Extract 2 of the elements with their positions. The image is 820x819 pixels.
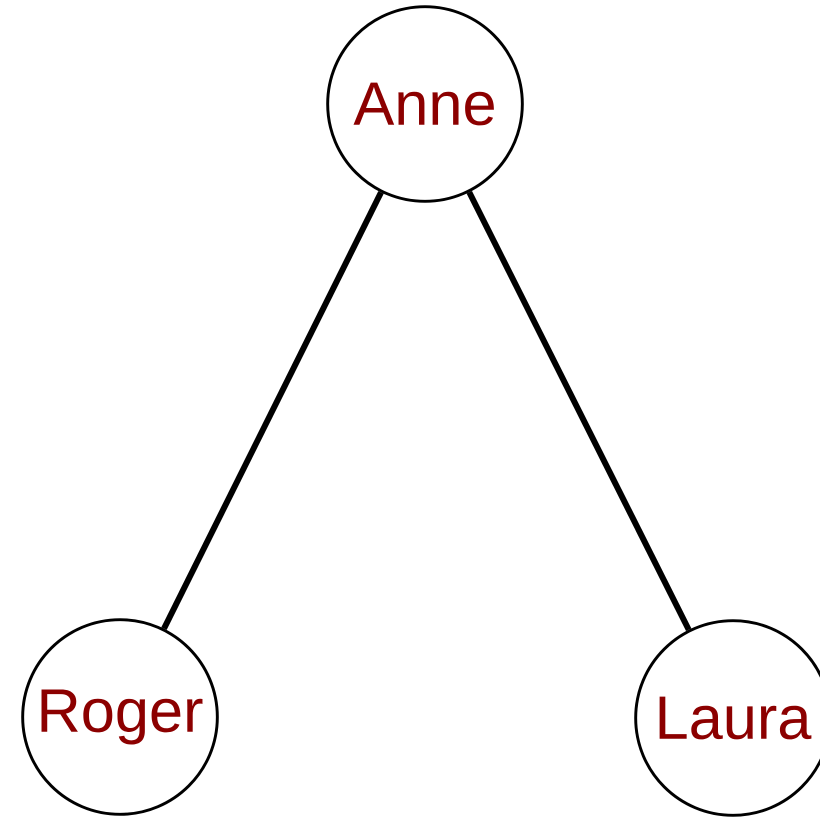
connector-line [466,190,692,632]
connector-line [161,191,384,630]
